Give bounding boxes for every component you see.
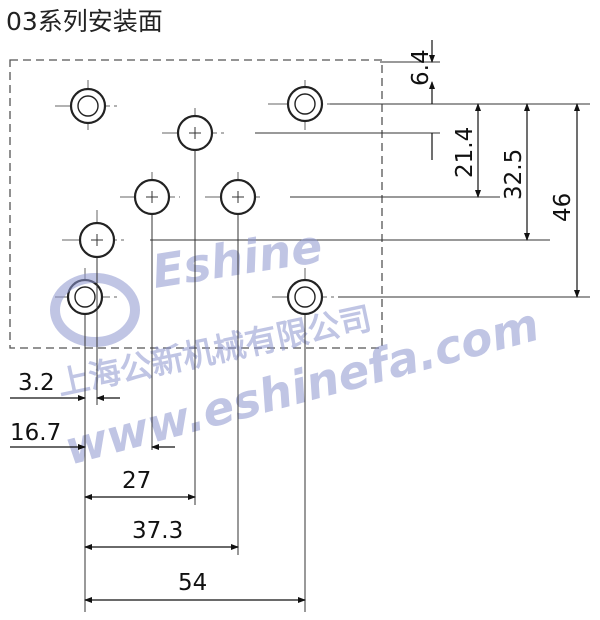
diagram-title: 03系列安装面 bbox=[6, 7, 163, 36]
dim-label-46: 46 bbox=[550, 193, 576, 222]
dim-label-37-3: 37.3 bbox=[132, 518, 183, 544]
dim-label-21-4: 21.4 bbox=[452, 127, 478, 178]
horizontal-dimension-labels: 3.2 16.7 27 37.3 54 bbox=[10, 370, 207, 596]
dim-label-32-5: 32.5 bbox=[501, 149, 527, 200]
vertical-dimension-lines bbox=[429, 40, 580, 298]
dim-label-54: 54 bbox=[178, 570, 207, 596]
hole-crosshairs bbox=[91, 127, 244, 246]
mounting-outline bbox=[9, 59, 383, 349]
watermark: Eshine 上海公新机械有限公司 www.eshinefa.com bbox=[50, 219, 545, 476]
horizontal-dimension-lines bbox=[10, 395, 306, 603]
watermark-logo bbox=[50, 273, 140, 347]
dim-label-27: 27 bbox=[122, 468, 151, 494]
dim-label-16-7: 16.7 bbox=[10, 420, 61, 446]
dim-label-3-2: 3.2 bbox=[18, 370, 55, 396]
extension-lines-vertical bbox=[84, 150, 306, 612]
extension-lines-horizontal bbox=[150, 61, 590, 298]
dim-label-6-4: 6.4 bbox=[408, 49, 434, 86]
mounting-holes bbox=[66, 85, 324, 316]
vertical-dimension-labels: 6.4 21.4 32.5 46 bbox=[408, 49, 576, 222]
